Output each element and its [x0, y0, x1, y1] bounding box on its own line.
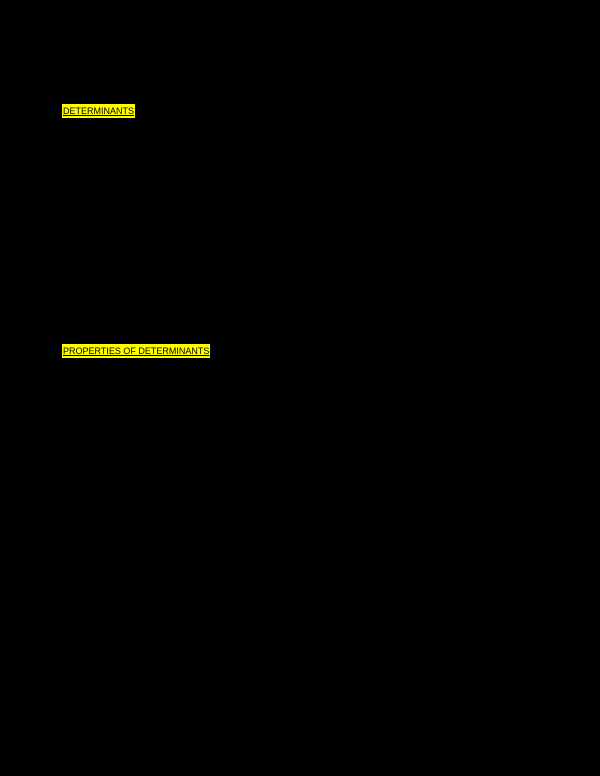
section-heading-properties-of-determinants: PROPERTIES OF DETERMINANTS: [62, 344, 211, 358]
section-heading-determinants: DETERMINANTS: [62, 104, 136, 118]
